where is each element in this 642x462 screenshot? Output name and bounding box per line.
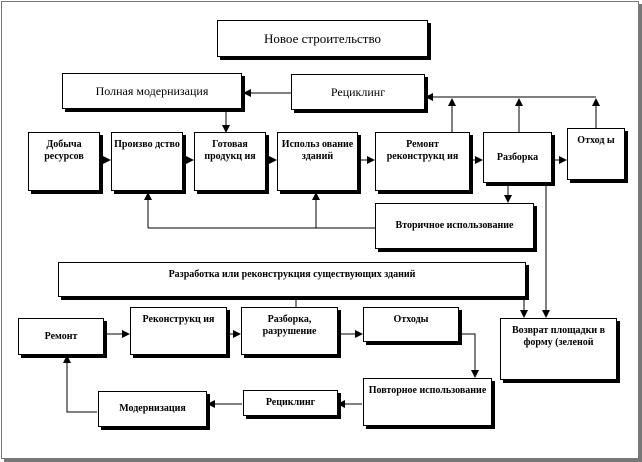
node-label: Использ ование зданий (281, 139, 354, 162)
node-recycling: Рециклинг (291, 74, 425, 110)
node-label: Реконструкц ия (142, 314, 215, 325)
node-repair: Ремонт (18, 318, 104, 355)
node-label: Произво дство (114, 139, 180, 150)
node-return-site: Возврат площадки в форму (зеленой (500, 318, 617, 380)
node-disassembly: Разборка (483, 132, 552, 183)
node-label: Повторное использование (368, 385, 487, 396)
node-production: Произво дство (111, 132, 183, 191)
node-label: Готовая продукц ия (204, 139, 256, 162)
node-label: Новое строительство (263, 30, 382, 46)
node-new-construction: Новое строительство (217, 20, 428, 57)
node-reuse: Повторное использование (363, 378, 492, 426)
node-disassembly-destruction: Разборка, разрушение (241, 307, 338, 355)
node-label: Отходы (393, 314, 429, 325)
node-resources: Добыча ресурсов (28, 132, 100, 191)
node-label: Разборка, разрушение (262, 314, 317, 337)
node-label: Разработка или реконструкция существующи… (168, 269, 416, 280)
node-recycling-lower: Рециклинг (243, 390, 338, 416)
node-full-modernization: Полная модернизация (62, 73, 242, 109)
node-waste: Отход ы (567, 128, 625, 180)
node-reconstruction: Реконструкц ия (130, 307, 227, 355)
node-finished-product: Готовая продукц ия (194, 132, 266, 191)
node-label: Рециклинг (265, 397, 316, 408)
line-modernization-to-repair (66, 366, 97, 413)
frame-shadow (4, 459, 642, 462)
line-destruction-to-return (295, 297, 524, 307)
node-label: Вторичное использование (395, 220, 514, 231)
node-label: Добыча ресурсов (44, 139, 84, 162)
frame-shadow (639, 4, 642, 462)
node-label: Ремонт реконструкц ия (386, 139, 459, 162)
node-waste-lower: Отходы (363, 307, 459, 342)
node-secondary-use: Вторичное использование (375, 203, 534, 249)
node-label: Ремонт (44, 330, 78, 342)
node-label: Рециклинг (330, 85, 386, 99)
node-building-use: Использ ование зданий (277, 132, 358, 191)
node-section-title: Разработка или реконструкция существующи… (58, 262, 526, 297)
node-modernization: Модернизация (98, 391, 207, 427)
node-label: Возврат площадки в форму (зеленой (511, 325, 606, 348)
node-label: Разборка (496, 151, 539, 163)
node-repair-reconstruction: Ремонт реконструкц ия (375, 132, 470, 191)
node-label: Полная модернизация (95, 84, 209, 98)
node-label: Модернизация (119, 403, 186, 414)
node-label: Отход ы (577, 135, 615, 146)
line-waste-to-reuse (459, 333, 476, 370)
